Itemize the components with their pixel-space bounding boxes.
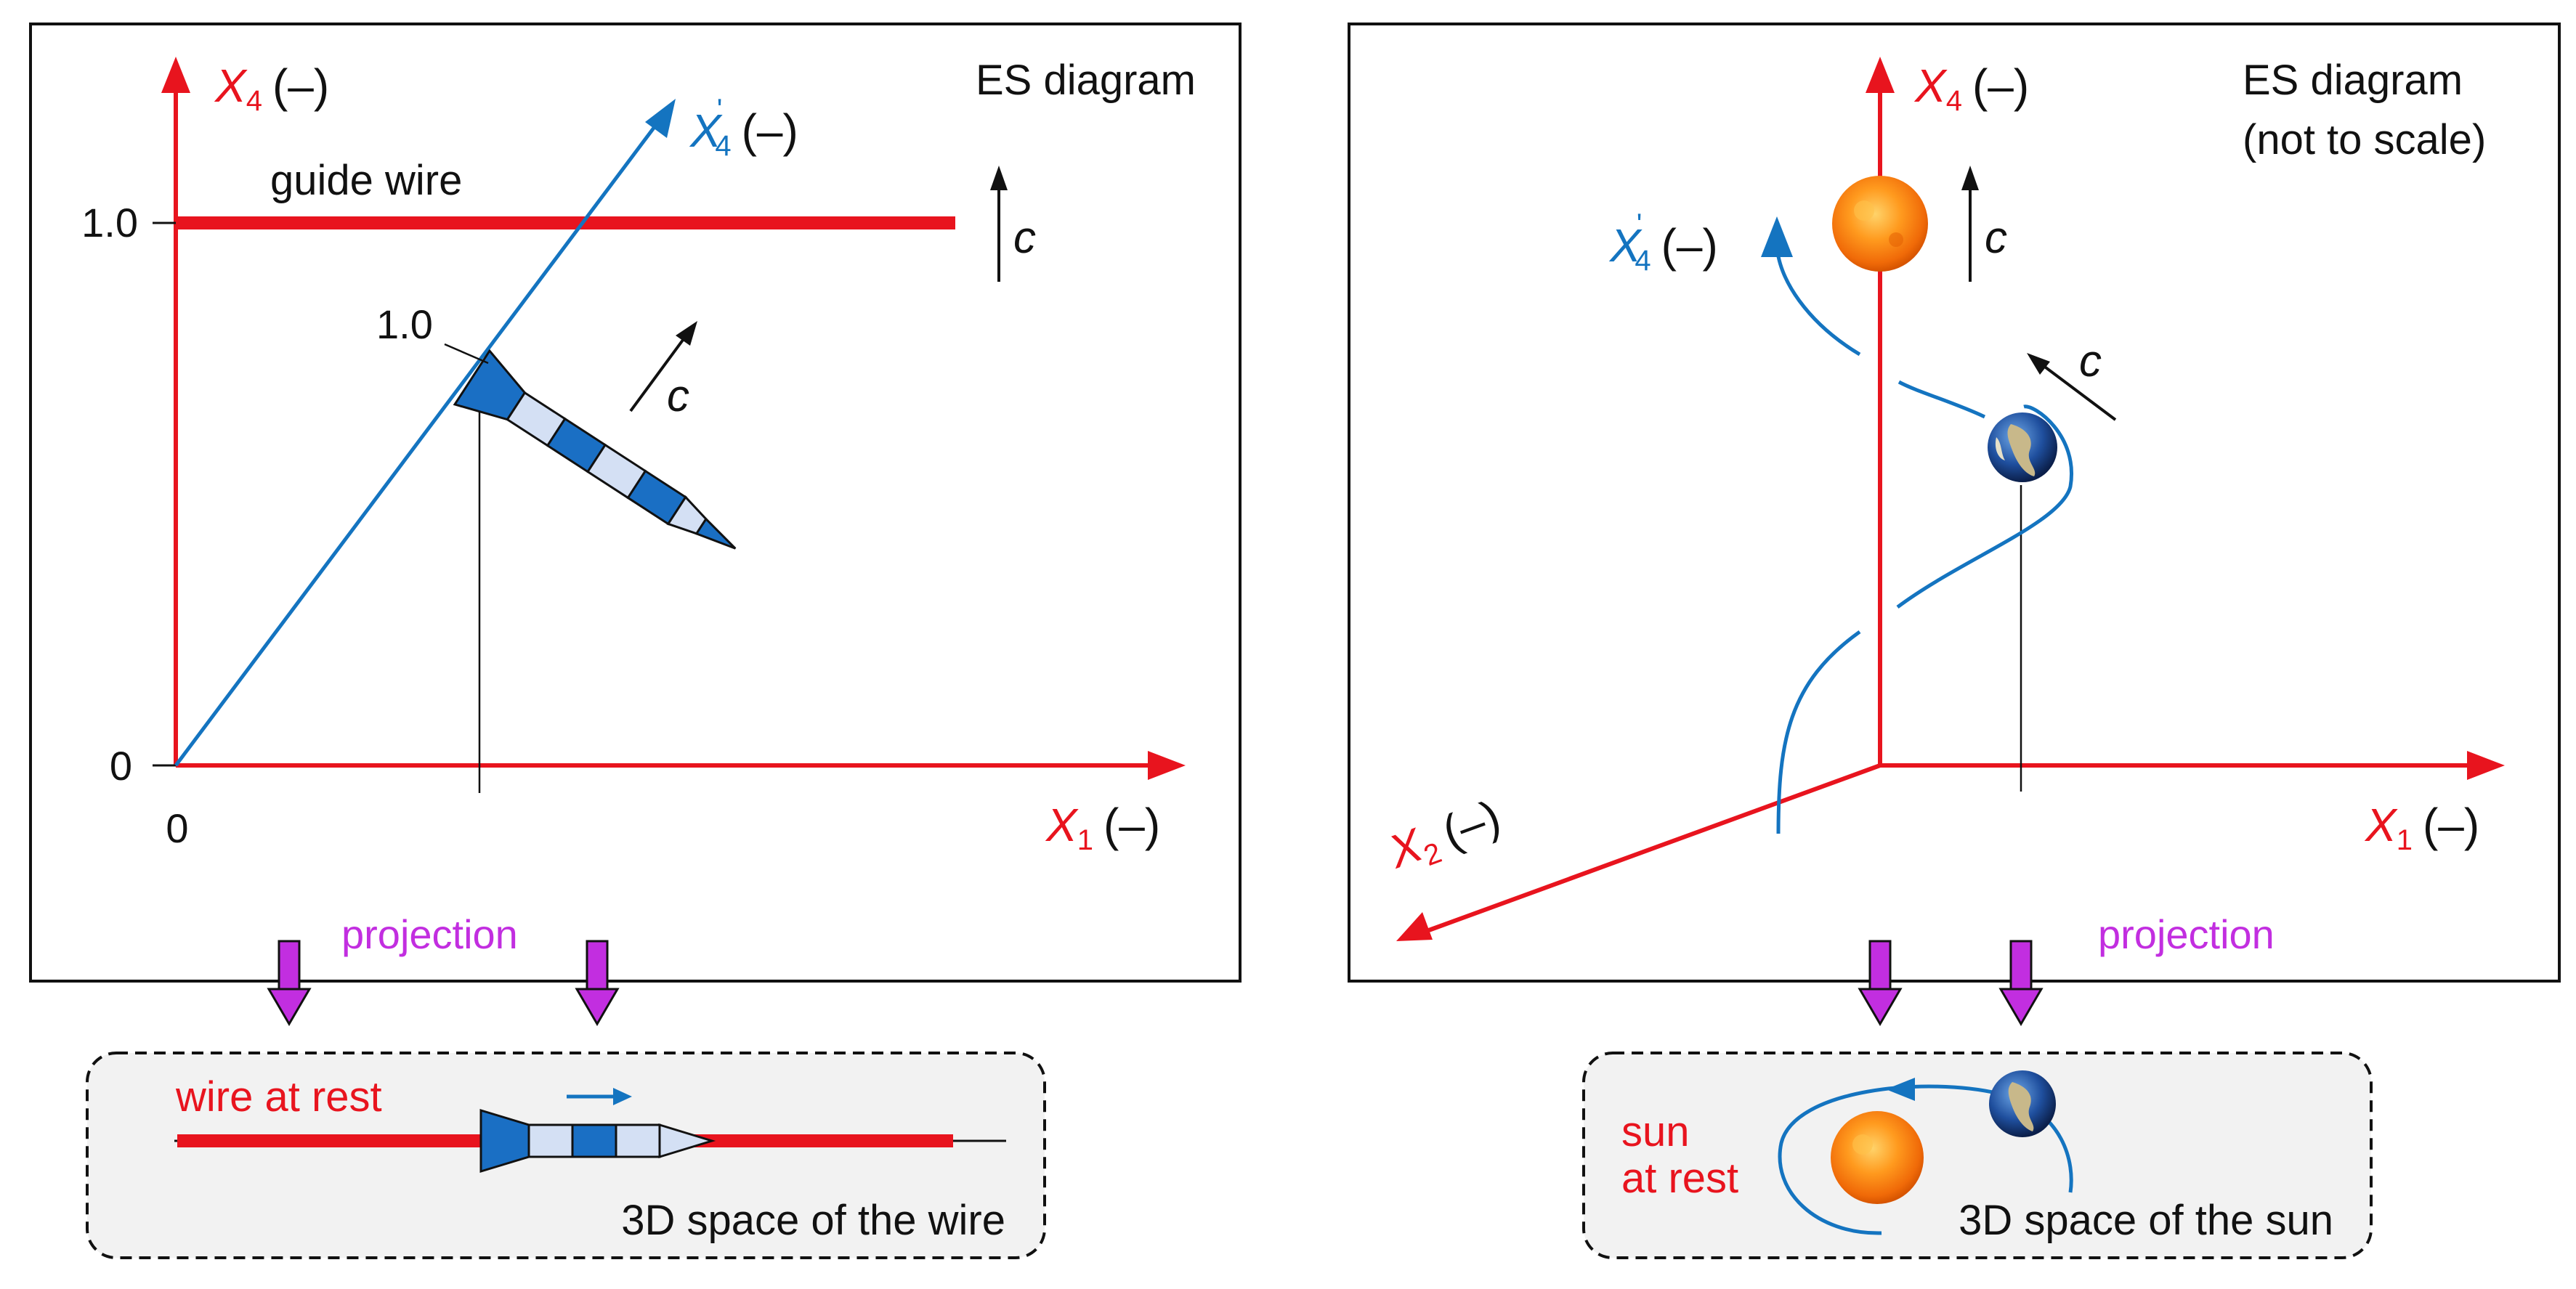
right-x2-arrowhead <box>1396 912 1433 941</box>
right-x4-label: X4(–) <box>1913 60 2029 117</box>
left-tick-0-label: 0 <box>110 743 132 789</box>
left-rocket-tick-label: 1.0 <box>376 301 433 347</box>
left-c-top-arrowhead <box>990 166 1008 190</box>
right-x1-arrowhead <box>2467 751 2505 780</box>
left-projection-label: projection <box>341 911 518 957</box>
left-title: ES diagram <box>976 57 1196 104</box>
left-space-caption: 3D space of the wire <box>621 1197 1005 1244</box>
right-x4prime-label: X'4(–) <box>1608 208 1718 277</box>
left-x4prime-axis <box>174 115 665 767</box>
right-c-top-arrowhead <box>1961 166 1979 190</box>
right-x4-arrowhead <box>1866 57 1895 93</box>
left-panel: ES diagram X4(–) X1(–) 1.0 0 0 guide wir… <box>29 23 1242 1259</box>
left-space-box: wire at rest 3D space of the wire <box>86 1052 1046 1259</box>
left-projection-arrow-1 <box>267 940 312 1026</box>
right-c-mid-label: c <box>2079 336 2102 386</box>
left-x1-label: X1(–) <box>1045 799 1160 856</box>
right-earth <box>1988 412 2057 482</box>
left-rocket-tick <box>444 343 489 365</box>
right-space-sun <box>1831 1111 1924 1204</box>
right-orbit <box>1778 1084 2073 1235</box>
left-tick-1-label: 1.0 <box>81 200 138 245</box>
right-projection-arrow-1 <box>1858 940 1903 1026</box>
left-c-mid-arrowhead <box>676 321 697 346</box>
left-rocket <box>453 349 737 550</box>
left-c-mid-arrow <box>629 333 689 412</box>
right-c-mid-arrowhead <box>2027 353 2050 375</box>
right-space-earth <box>1989 1070 2056 1137</box>
left-space-rocket <box>479 1108 716 1174</box>
right-projection-label: projection <box>2098 911 2275 957</box>
left-origin-x-label: 0 <box>166 805 188 851</box>
right-world-line-middle <box>1896 404 2074 609</box>
right-title-line2: (not to scale) <box>2243 116 2486 163</box>
right-world-line-behind <box>1897 380 1986 419</box>
left-c-top-label: c <box>1013 213 1036 263</box>
right-space-caption: 3D space of the sun <box>1959 1197 2333 1244</box>
left-x4-arrowhead <box>161 57 190 93</box>
left-x4prime-arrowhead <box>645 99 676 138</box>
right-title-line1: ES diagram <box>2243 57 2463 104</box>
right-c-top-label: c <box>1985 213 2007 263</box>
left-guide-wire-label: guide wire <box>270 157 462 204</box>
right-panel: ES diagram (not to scale) X4(–) X1(–) X2… <box>1348 23 2561 1259</box>
right-world-line-lower <box>1776 630 1861 834</box>
right-orbit-arrowhead <box>1886 1078 1915 1101</box>
left-x1-arrowhead <box>1148 751 1186 780</box>
left-x4prime-label: X'4(–) <box>689 94 798 162</box>
right-x2-axis <box>1425 763 1882 933</box>
right-sun <box>1832 176 1928 272</box>
left-projection-arrow-2 <box>575 940 620 1026</box>
left-space-red-label: wire at rest <box>175 1073 382 1121</box>
right-space-box: sun at rest 3D space of the sun <box>1582 1052 2373 1259</box>
right-c-mid-arrow <box>2038 362 2117 421</box>
left-c-mid-label: c <box>667 371 689 421</box>
left-x4-label: X4(–) <box>214 60 329 117</box>
right-diagram-frame <box>1348 23 2561 983</box>
right-x4prime-arrowhead <box>1761 216 1793 257</box>
right-space-red-label-1: sun <box>1621 1108 1690 1155</box>
right-projection-arrow-2 <box>1998 940 2044 1026</box>
right-x1-label: X1(–) <box>2364 799 2479 856</box>
right-space-red-label-2: at rest <box>1621 1155 1738 1202</box>
left-space-velocity-arrowhead <box>613 1088 632 1105</box>
